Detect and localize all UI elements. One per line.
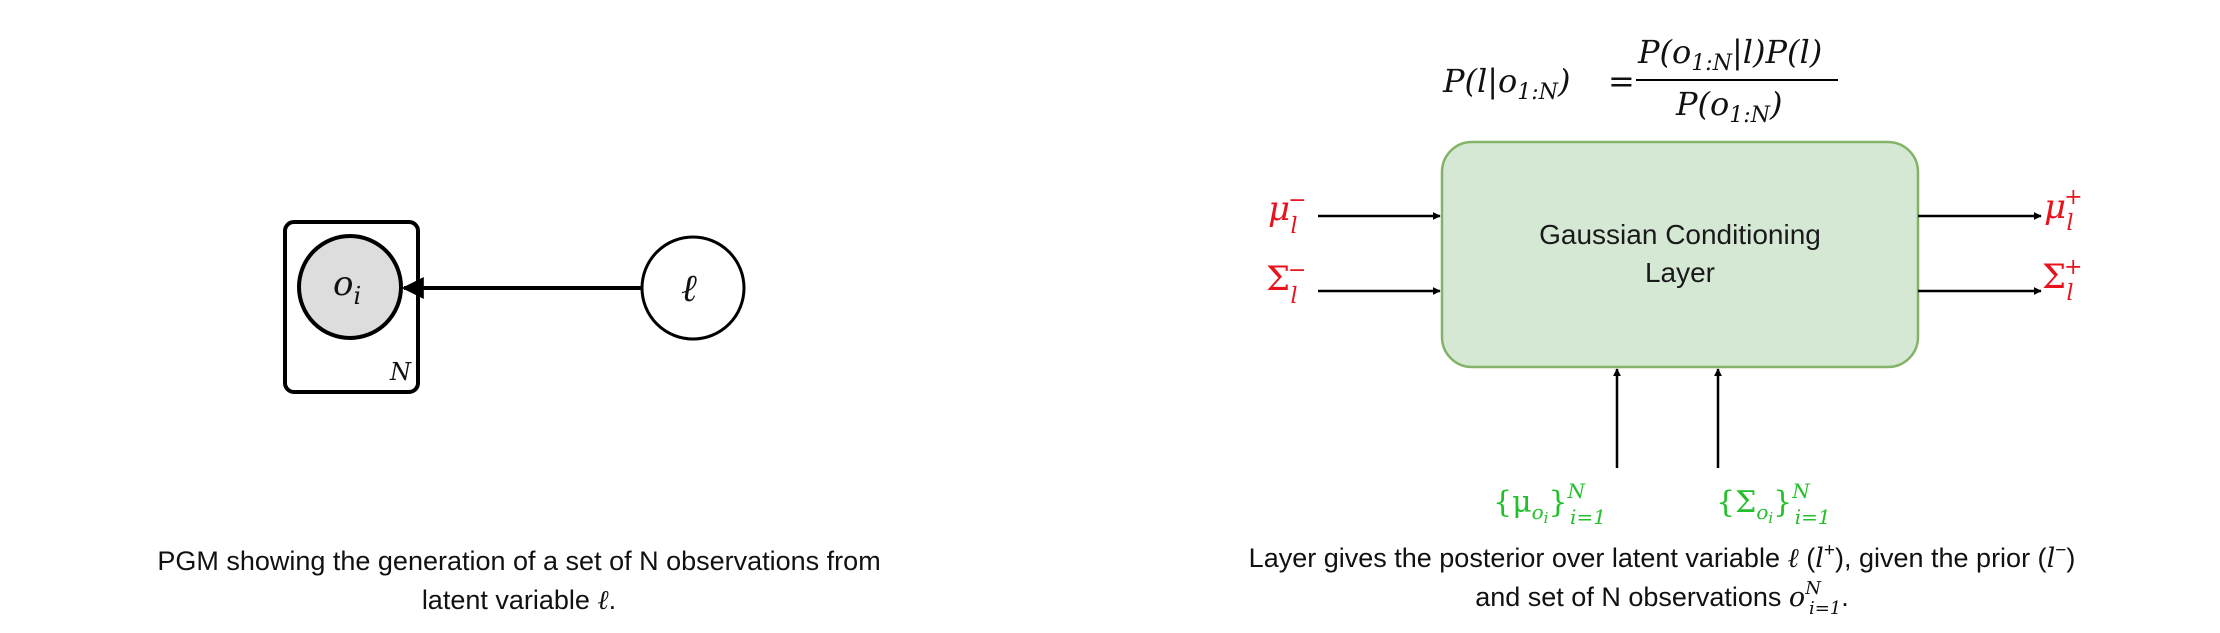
equation-lhs: P(l|o1:N) — [1442, 62, 1570, 105]
observed-node-label: oi — [333, 264, 361, 310]
gaussian-conditioning-layer — [1440, 140, 1920, 369]
layer-title-line1: Gaussian Conditioning — [1539, 219, 1821, 250]
plate-label: N — [389, 358, 412, 386]
equation-denominator: P(o1:N) — [1675, 85, 1782, 128]
equation-equals: = — [1608, 62, 1635, 100]
layer-caption-line1: Layer gives the posterior over latent va… — [1249, 540, 2076, 574]
layer-panel: P(l|o1:N) = P(o1:N|l)P(l) P(o1:N) Gaussi… — [1249, 33, 2083, 619]
equation-numerator: P(o1:N|l)P(l) — [1637, 33, 1822, 76]
observed-node — [297, 234, 403, 340]
bayes-equation: P(l|o1:N) = P(o1:N|l)P(l) P(o1:N) — [1442, 33, 1838, 128]
latent-node-label: ℓ — [681, 266, 697, 310]
sigma-prior-label: Σ−l — [1266, 258, 1306, 309]
mu-posterior-label: μ+l — [2044, 185, 2083, 236]
pgm-caption-line2: latent variable ℓ. — [422, 585, 616, 616]
mu-prior-label: μ−l — [1268, 188, 1307, 239]
pgm-caption-line1: PGM showing the generation of a set of N… — [157, 546, 880, 576]
pgm-panel: N oi ℓ PGM showing the generation of a s… — [157, 220, 881, 616]
sigma-posterior-label: Σ+l — [2042, 255, 2082, 306]
layer-title-line2: Layer — [1645, 257, 1715, 288]
